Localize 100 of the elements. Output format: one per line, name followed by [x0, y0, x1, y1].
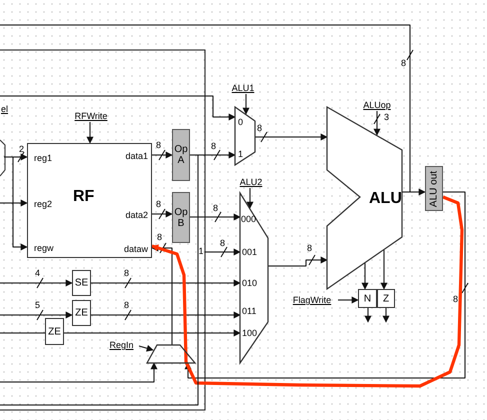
bus-width-label: 8	[124, 268, 130, 278]
control-signal-label: FlagWrite	[286, 294, 338, 306]
bus-width-slash	[124, 278, 132, 288]
bus-width-label: 8	[211, 141, 216, 151]
signal-label: el	[1, 104, 8, 114]
arrow	[90, 312, 241, 318]
arrow	[152, 152, 173, 158]
control-signal-label: RFWrite	[71, 110, 111, 122]
arrow	[380, 250, 388, 290]
port-label: regw	[34, 243, 54, 253]
arrow	[338, 296, 359, 304]
bus-width-slash	[36, 278, 44, 288]
bus-width-slash	[160, 242, 166, 254]
bus-width-label: 8	[156, 199, 162, 209]
input-label: 0	[238, 117, 244, 127]
bus-width-label: 8	[157, 232, 162, 242]
bus-width-label: 8	[401, 58, 406, 68]
bus-width-label: 8	[213, 203, 218, 213]
multiplexer	[240, 193, 268, 363]
arrow	[362, 262, 368, 290]
arrow	[86, 122, 94, 144]
bus-width-label: 4	[35, 268, 40, 278]
bus-width-slash	[124, 310, 132, 320]
constant-label: 1	[197, 246, 205, 257]
arrow	[151, 244, 172, 346]
register-box	[172, 129, 190, 181]
register-file-box	[27, 143, 152, 258]
arrow	[90, 280, 241, 286]
bus-width-slash	[158, 208, 166, 220]
flag-box	[358, 289, 377, 308]
bus-width-label: 8	[124, 300, 130, 310]
input-label: 010	[242, 278, 258, 288]
arrow	[190, 214, 241, 220]
multiplexer	[235, 107, 255, 165]
wire	[0, 24, 410, 192]
highlight-arrow	[151, 196, 464, 388]
port-label: data2	[125, 210, 148, 220]
box-label: Z	[382, 293, 390, 304]
arrow	[0, 362, 158, 382]
arrow	[374, 110, 380, 136]
bus-width-slash	[462, 282, 468, 294]
arrow	[254, 134, 328, 140]
input-label: 100	[242, 328, 258, 338]
register-file-label: RF	[73, 188, 94, 206]
bus-width-label: 8	[453, 294, 458, 304]
arrow	[268, 256, 328, 266]
box-label: Op A	[173, 144, 189, 166]
arrow	[0, 96, 236, 120]
bus-width-label: 8	[257, 123, 262, 133]
arrow	[64, 330, 241, 336]
bus-width-label: 8	[307, 243, 312, 253]
bus-width-slash	[374, 114, 380, 124]
arrow	[0, 280, 73, 286]
bus-width-slash	[214, 150, 220, 160]
bus-width-slash	[220, 246, 228, 258]
register-box	[172, 192, 190, 243]
box-label: ALU out	[428, 170, 440, 207]
bus-width-label: 2	[19, 144, 24, 154]
control-signal-label: ALU1	[228, 82, 258, 94]
box-label: N	[362, 293, 372, 304]
extender-box	[45, 318, 64, 345]
bus-width-slash	[260, 132, 268, 142]
multiplexer	[147, 345, 195, 363]
box-label: ZE	[74, 308, 89, 318]
control-signal-label: RegIn	[104, 339, 139, 351]
bus-width-label: 8	[156, 140, 162, 150]
register-box	[425, 166, 443, 211]
wire	[0, 332, 46, 334]
arrow	[204, 248, 241, 256]
port-label: data1	[125, 151, 148, 161]
extender-box	[72, 270, 91, 296]
arrow	[152, 210, 173, 218]
bus-width-slash	[214, 212, 222, 222]
arrow	[12, 156, 28, 250]
bus-width-label: 8	[220, 238, 226, 248]
input-label: 000	[241, 214, 256, 224]
box-label: ZE	[47, 326, 62, 337]
control-signal-label: ALUop	[360, 99, 394, 111]
port-label: reg1	[34, 153, 52, 163]
arrow	[382, 308, 390, 323]
arrow	[4, 154, 28, 160]
bus-width-slash	[36, 310, 44, 320]
input-label: 1	[238, 149, 244, 159]
arrow	[0, 312, 73, 318]
wire	[0, 154, 198, 406]
bus-width-slash	[308, 254, 316, 266]
box-label: Op B	[173, 206, 189, 228]
input-label: 001	[242, 247, 258, 257]
alu-label: ALU	[369, 190, 402, 208]
bus-width-slash	[158, 150, 166, 160]
arrow	[138, 344, 154, 352]
flag-box	[377, 289, 395, 308]
bus-width-slash	[18, 152, 24, 162]
arrow	[364, 308, 372, 323]
bus-width-label: 5	[35, 300, 40, 310]
arrow	[184, 192, 466, 378]
box-label: SE	[74, 278, 90, 288]
arrow	[242, 94, 250, 115]
port-label: dataw	[124, 244, 148, 254]
arrow	[246, 188, 254, 209]
